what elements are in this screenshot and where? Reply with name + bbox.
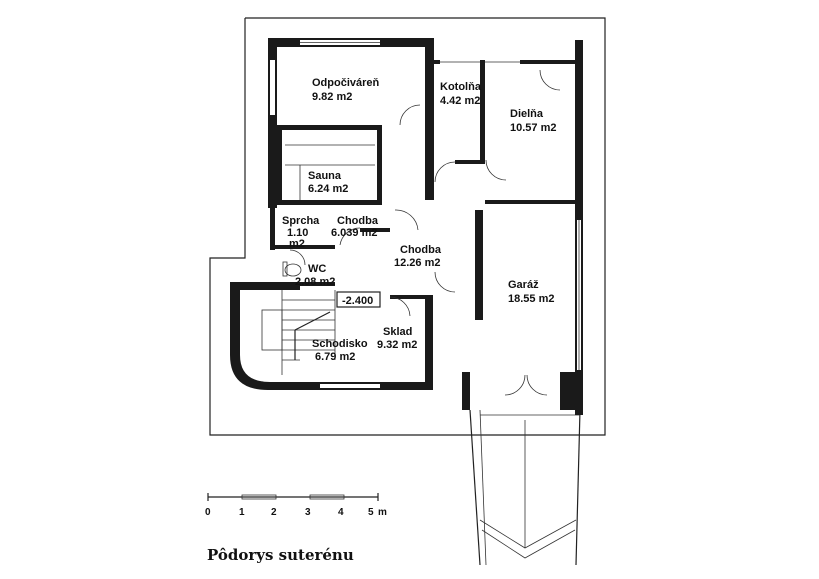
wc-fixtures xyxy=(282,261,302,277)
scale-tick-3: 3 xyxy=(305,507,311,518)
scale-tick-0: 0 xyxy=(205,507,211,518)
room-name-chodba-2: Chodba xyxy=(400,244,442,256)
scale-tick-1: 1 xyxy=(239,507,245,518)
room-area-schodisko: 6.79 m2 xyxy=(315,351,355,363)
driveway-ramp xyxy=(469,409,581,566)
room-area-sprcha-unit: m2 xyxy=(289,238,305,250)
room-area-chodba-1: 6.039 m2 xyxy=(331,227,377,239)
room-name-sklad: Sklad xyxy=(383,326,412,338)
scale-tick-2: 2 xyxy=(271,507,277,518)
plan-title: Pôdorys suterénu xyxy=(207,546,354,564)
room-name-schodisko: Schodisko xyxy=(312,338,368,350)
room-area-wc: 2.08 m2 xyxy=(295,276,335,288)
door-swings xyxy=(289,69,561,396)
site-boundary xyxy=(209,17,606,436)
scale-bar: 0 1 2 3 4 5 m xyxy=(205,493,387,518)
room-area-garaz: 18.55 m2 xyxy=(508,293,554,305)
room-area-sprcha: 1.10 xyxy=(287,227,308,239)
room-name-garaz: Garáž xyxy=(508,279,539,291)
scale-tick-4: 4 xyxy=(338,507,344,518)
scale-tick-5: 5 xyxy=(368,507,374,518)
room-area-dielna: 10.57 m2 xyxy=(510,122,556,134)
room-name-sauna: Sauna xyxy=(308,170,342,182)
scale-unit: m xyxy=(378,507,387,518)
room-name-kotolna: Kotolňa xyxy=(440,81,482,93)
room-area-kotolna: 4.42 m2 xyxy=(440,95,480,107)
level-marker: -2.400 xyxy=(336,291,381,308)
room-labels: Odpočiváreň 9.82 m2 Kotolňa 4.42 m2 Diel… xyxy=(282,77,556,363)
room-area-sauna: 6.24 m2 xyxy=(308,183,348,195)
staircase xyxy=(261,290,336,375)
room-name-chodba-1: Chodba xyxy=(337,215,379,227)
room-name-dielna: Dielňa xyxy=(510,108,544,120)
room-area-sklad: 9.32 m2 xyxy=(377,339,417,351)
svg-text:-2.400: -2.400 xyxy=(342,295,373,307)
room-name-odpocivaren: Odpočiváreň xyxy=(312,77,380,89)
room-area-odpocivaren: 9.82 m2 xyxy=(312,91,352,103)
room-name-sprcha: Sprcha xyxy=(282,215,320,227)
interior-walls xyxy=(270,60,580,325)
room-area-chodba-2: 12.26 m2 xyxy=(394,257,440,269)
exterior-walls xyxy=(230,38,583,415)
room-name-wc: WC xyxy=(308,263,326,275)
